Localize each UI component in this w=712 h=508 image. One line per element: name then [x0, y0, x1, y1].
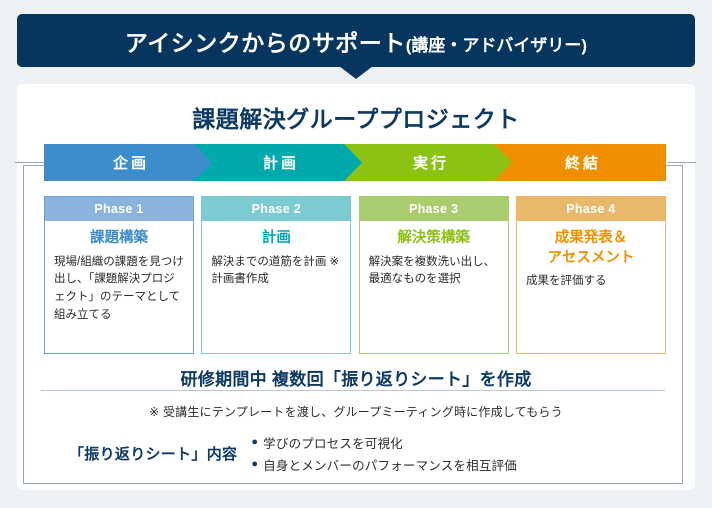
list-item-label: 学びのプロセスを可視化 [263, 437, 403, 451]
bullet-icon: ● [251, 436, 259, 448]
page-title: 課題解決グループプロジェクト [192, 106, 520, 132]
phase-card-title: 計画 [261, 230, 291, 246]
bullet-icon: ● [251, 458, 259, 470]
phase-card-text: 成果を評価する [525, 275, 607, 288]
list-item-label: 自身とメンバーのパフォーマンスを相互評価 [263, 459, 517, 473]
sheet-note: ※ 受講生にテンプレートを渡し、グループミーティング時に作成してもらう [149, 405, 563, 419]
process-step-label: 実行 [413, 155, 450, 172]
frame-connector-right [668, 162, 696, 163]
phase-card-2[interactable]: Phase 2 計画 解決までの道筋を計画 ※計画書作成 [201, 196, 352, 354]
banner-title-sub: (講座・アドバイザリー) [405, 35, 588, 55]
process-step-label: 企画 [113, 155, 150, 172]
support-banner: アイシンクからのサポート(講座・アドバイザリー) [17, 14, 695, 67]
sheet-contents-list: ● 学びのプロセスを可視化 ● 自身とメンバーのパフォーマンスを相互評価 [251, 433, 517, 474]
phase-card-body: 課題構築 現場/組織の課題を見つけ出し、「課題解決プロジェクト」のテーマとして組… [45, 221, 193, 353]
divider [41, 390, 665, 391]
process-step-label: 終結 [565, 155, 602, 172]
triangle-down-icon [339, 66, 373, 79]
banner-title-main: アイシンクからのサポート [124, 29, 406, 56]
phase-card-header: Phase 3 [359, 197, 508, 221]
process-step-label: 計画 [263, 155, 300, 172]
phase-card-3[interactable]: Phase 3 解決策構築 解決案を複数洗い出し、最適なものを選択 [358, 196, 509, 354]
phase-card-header: Phase 2 [202, 197, 351, 221]
phase-card-title: 成果発表＆ アセスメント [547, 230, 635, 266]
phase-card-title: 課題構築 [90, 230, 148, 246]
list-item: ● 学びのプロセスを可視化 [251, 433, 517, 452]
phase-card-body: 成果発表＆ アセスメント 成果を評価する [517, 221, 665, 353]
phase-card-header: Phase 1 [45, 197, 193, 221]
process-step-2[interactable]: 計画 [194, 144, 363, 181]
phase-card-title: 解決策構築 [397, 230, 470, 246]
phase-card-header: Phase 4 [516, 197, 665, 221]
list-item: ● 自身とメンバーのパフォーマンスを相互評価 [251, 455, 517, 474]
phase-card-body: 解決策構築 解決案を複数洗い出し、最適なものを選択 [360, 221, 508, 353]
phase-card-4[interactable]: Phase 4 成果発表＆ アセスメント 成果を評価する [515, 196, 666, 354]
process-step-1[interactable]: 企画 [44, 144, 213, 181]
phase-card-text: 解決案を複数洗い出し、最適なものを選択 [368, 255, 496, 286]
phase-cards: Phase 1 課題構築 現場/組織の課題を見つけ出し、「課題解決プロジェクト」… [44, 196, 666, 354]
phase-card-body: 計画 解決までの道筋を計画 ※計画書作成 [202, 221, 350, 353]
sheet-contents-label: 「振り返りシート」内容 [69, 446, 238, 463]
phase-card-1[interactable]: Phase 1 課題構築 現場/組織の課題を見つけ出し、「課題解決プロジェクト」… [44, 196, 194, 354]
banner-title: アイシンクからのサポート(講座・アドバイザリー) [125, 24, 587, 58]
process-step-3[interactable]: 実行 [344, 144, 513, 181]
frame-connector-left [15, 162, 44, 163]
process-steps: 企画 計画 実行 終結 [44, 144, 666, 181]
sheet-title: 研修期間中 複数回「振り返りシート」を作成 [180, 370, 532, 389]
process-step-4[interactable]: 終結 [494, 144, 666, 181]
sheet-contents-row: 「振り返りシート」内容 ● 学びのプロセスを可視化 ● 自身とメンバーのパフォー… [69, 433, 669, 474]
phase-card-text: 解決までの道筋を計画 ※計画書作成 [211, 255, 340, 286]
phase-card-text: 現場/組織の課題を見つけ出し、「課題解決プロジェクト」のテーマとして組み立てる [54, 255, 184, 321]
